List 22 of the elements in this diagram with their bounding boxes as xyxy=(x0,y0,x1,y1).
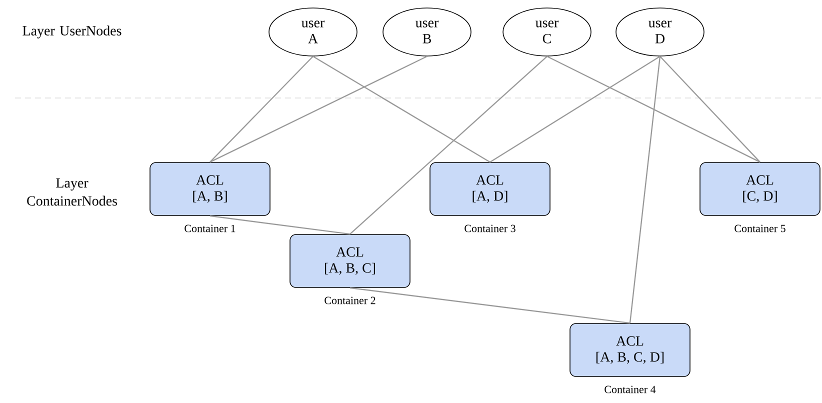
container-label: Container 4 xyxy=(604,386,656,394)
container-label: Container 3 xyxy=(464,224,516,232)
connector-line xyxy=(210,56,314,162)
container-label: Container 1 xyxy=(184,224,236,232)
connector-line xyxy=(210,215,350,235)
connector-line xyxy=(546,56,760,163)
connector-line xyxy=(490,56,660,163)
container-label: Container 2 xyxy=(324,296,376,304)
acl-box: ACL [A, D] xyxy=(430,162,550,216)
connector-line xyxy=(660,56,760,162)
container-label: Container 5 xyxy=(734,224,786,232)
connector-line xyxy=(210,56,428,163)
connector-line xyxy=(312,56,490,163)
acl-box: ACL [A, B, C] xyxy=(290,234,410,288)
acl-box: ACL [C, D] xyxy=(700,162,820,216)
layer-label: Layer ContainerNodes xyxy=(27,178,117,206)
connector-line xyxy=(350,56,548,235)
layer-label: Layer UserNodes xyxy=(22,26,122,38)
connector-line xyxy=(629,56,661,324)
acl-box: ACL [A, B] xyxy=(150,162,270,216)
acl-box: ACL [A, B, C, D] xyxy=(570,323,690,377)
connector-line xyxy=(350,287,630,324)
